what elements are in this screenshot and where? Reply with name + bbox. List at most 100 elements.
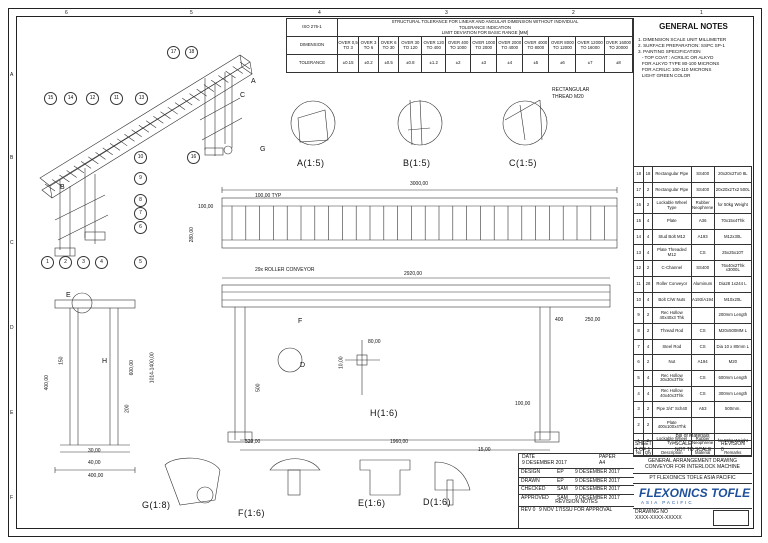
grid-side-a: A [10, 72, 14, 78]
approval-cell: DESIGN [521, 469, 541, 475]
grid-side-d: D [10, 325, 14, 331]
part-balloon: 11 [110, 92, 123, 105]
company-name: PT FLEXONICS TOFLE ASIA PACIFIC [649, 475, 736, 481]
general-note-line: 2. SURFACE PREPARATION: SSPC SP-1 [638, 42, 725, 48]
callout-h: H [102, 358, 108, 365]
grid-side-c: C [10, 240, 14, 246]
dim-400-height: 400,00 [43, 375, 50, 391]
view-label-e: E(1:6) [358, 498, 386, 508]
isometric-conveyor-view [39, 54, 253, 257]
dim-250: 250,00 [585, 317, 601, 323]
rev-description: ISSU FOR APPROVAL [561, 507, 613, 513]
sheet-value: 1 OF 1 [635, 447, 651, 453]
drawing-title-1: GENERAL ARRANGEMENT DRAWING [648, 458, 737, 464]
dim-400-width: 400,00 [88, 473, 104, 479]
note-rectangular: RECTANGULAR [552, 87, 590, 93]
title-block: SHEET 1 OF 1 SCALE NOT TO SCALE REVISION… [633, 440, 752, 528]
general-note-line: 1. DIMENSION SCALE UNIT MILLIMETER [638, 37, 727, 42]
dim-10: 10,00 [338, 356, 345, 370]
tol-value-cell: ±0.2 [358, 54, 379, 73]
dim-400: 400 [555, 317, 564, 323]
drawing-no-label: DRAWING NO [635, 509, 668, 515]
callout-d: D [300, 362, 306, 369]
bom-cell: M20x500MM L [713, 322, 753, 340]
tol-value-cell: ±8 [603, 54, 634, 73]
dim-1014: 1014-1400,00 [149, 352, 156, 384]
general-note-line: FOR ALKYD TYPE 80-100 MICRONS [638, 60, 720, 66]
rev-date: 9 NOV 17 [539, 507, 561, 513]
sheet-label: SHEET [635, 441, 652, 447]
grid-top-2: 2 [572, 10, 575, 16]
bom-caption: Bill of Materials [675, 433, 710, 439]
tol-value-cell: ±4 [496, 54, 524, 73]
callout-f: F [298, 318, 303, 325]
tol-title: STRUCTURAL TOLERANCE FOR LINEAR AND ANGU… [337, 18, 633, 37]
general-notes-title: GENERAL NOTES [659, 22, 728, 31]
grid-side-e: E [10, 410, 14, 416]
callout-e: E [66, 292, 71, 299]
callout-g: G [260, 146, 266, 153]
revision-label: REVISION [721, 441, 745, 447]
date-label: DATE [522, 454, 535, 460]
drawing-inner-border [16, 16, 754, 529]
view-label-d: D(1:6) [423, 497, 452, 507]
general-note-line: - TOP COAT : ACRILIC OR ALKYD [638, 54, 714, 60]
company-logo: FLEXONICS TOFLE [639, 486, 751, 500]
view-label-b: B(1:5) [403, 158, 431, 168]
grid-top-1: 1 [700, 10, 703, 16]
part-balloon: 9 [134, 172, 147, 185]
part-balloon: 15 [44, 92, 57, 105]
dim-3000: 3000,00 [410, 181, 429, 187]
approval-cell: 9 DESEMBER 2017 [575, 477, 620, 484]
bom-cell: Plate [651, 213, 692, 230]
dim-600: 600,00 [128, 360, 135, 376]
rev-number: REV 0 [521, 507, 536, 513]
view-label-g: G(1:8) [142, 500, 171, 510]
dim-80: 80,00 [368, 339, 381, 345]
grid-top-3: 3 [445, 10, 448, 16]
part-balloon: 4 [95, 256, 108, 269]
bom-cell: Rec Hollow 40x40x3 Thk [651, 307, 692, 324]
tolerance-table: ISO 276-1 STRUCTURAL TOLERANCE FOR LINEA… [286, 18, 634, 73]
bom-header-cell: Remarks [713, 448, 753, 458]
dim-40: 40,00 [88, 460, 101, 466]
bom-header-cell: No [632, 448, 645, 458]
callout-c: C [240, 92, 246, 99]
bom-cell: 600mm Length [713, 369, 753, 387]
dim-15: 15,00 [478, 447, 491, 453]
bom-cell: 20x20x2Tx2 500L [713, 181, 753, 199]
part-balloon: 8 [134, 194, 147, 207]
part-balloon: 18 [185, 46, 198, 59]
dim-30: 30,00 [88, 448, 101, 454]
approval-cell: EP [557, 477, 564, 484]
grid-top-5: 5 [190, 10, 193, 16]
revision-notes-label: REVISION NOTES [555, 499, 598, 505]
company-logo-sub: ASIA PACIFIC [641, 500, 694, 505]
dim-100-typ: 100,00 TYP [255, 193, 282, 199]
tol-value-cell: ±0.15 [336, 54, 360, 73]
note-thread-m20: THREAD M20 [552, 94, 584, 100]
dim-280: 280,00 [188, 227, 195, 243]
part-balloon: 17 [167, 46, 180, 59]
drawing-title-2: CONVEYOR FOR INTERLOCK MACHINE [644, 464, 740, 470]
general-notes-panel: GENERAL NOTES 1. DIMENSION SCALE UNIT MI… [633, 18, 753, 166]
part-balloon: 5 [134, 256, 147, 269]
grid-side-f: F [10, 495, 14, 501]
part-balloon: 13 [135, 92, 148, 105]
grid-top-4: 4 [318, 10, 321, 16]
